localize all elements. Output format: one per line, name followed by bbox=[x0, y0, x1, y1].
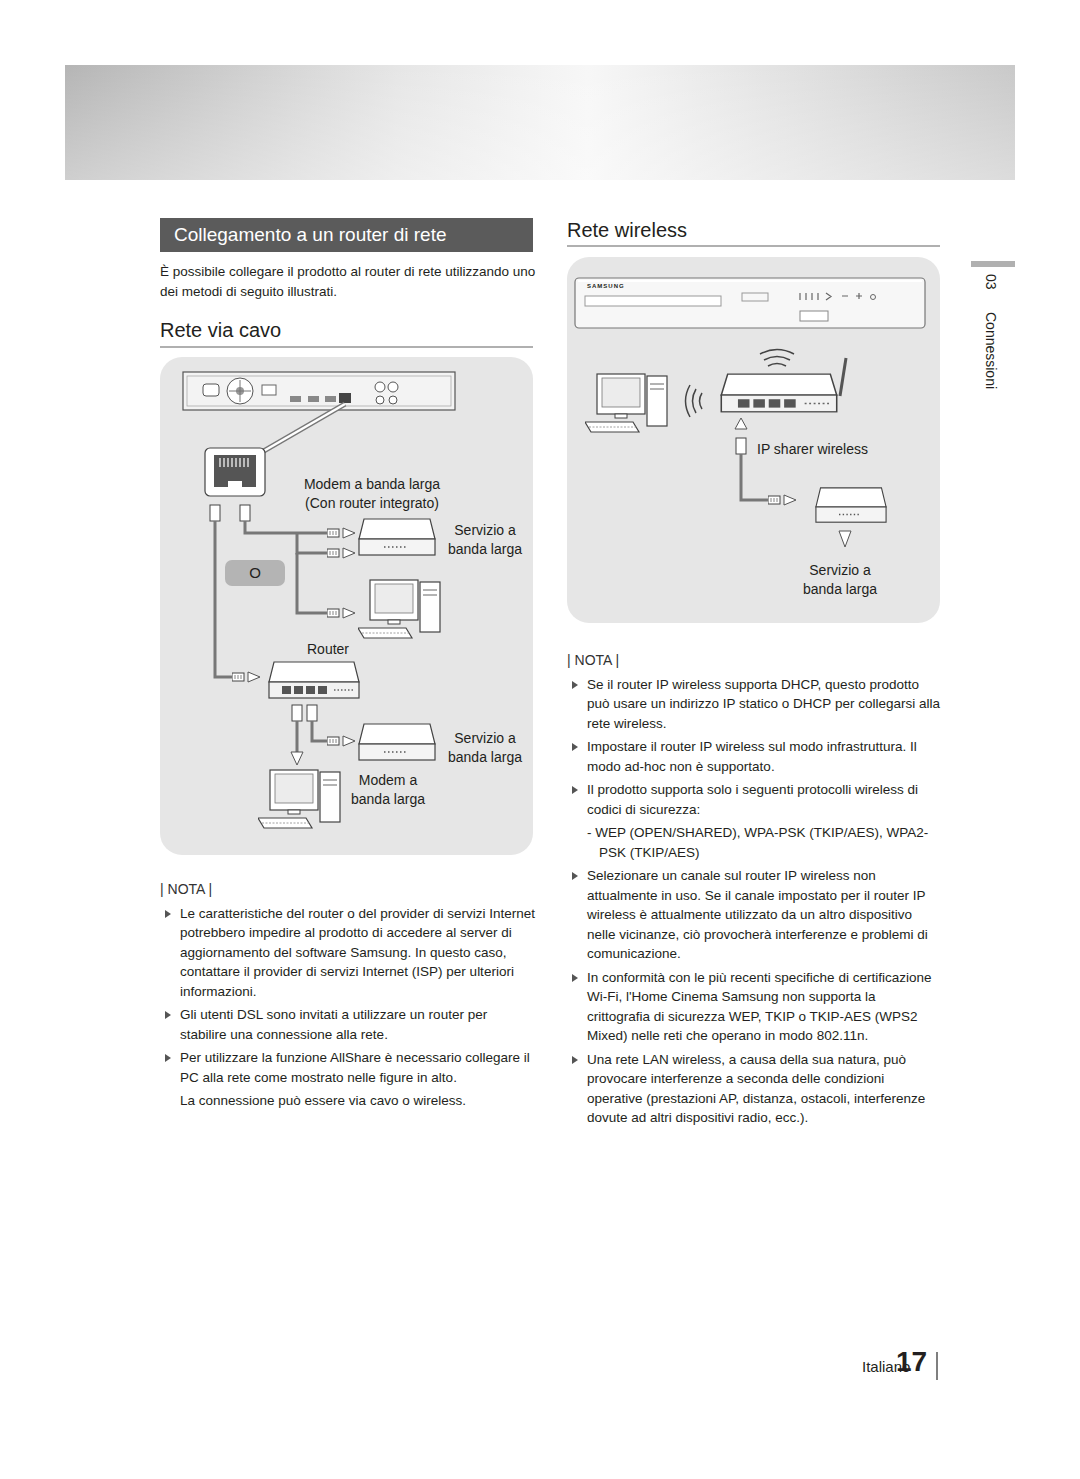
node-label: IP sharer wireless bbox=[757, 440, 868, 459]
note-item: Una rete LAN wireless, a causa della sua… bbox=[567, 1050, 942, 1128]
heading-rule-part bbox=[567, 245, 940, 247]
note-item: Se il router IP wireless supporta DHCP, … bbox=[567, 675, 942, 734]
note-item: Impostare il router IP wireless sul modo… bbox=[567, 737, 942, 776]
side-tab-text: 03 bbox=[982, 274, 999, 290]
section-title: Collegamento a un router di rete bbox=[160, 218, 533, 252]
node-label: Modem a banda larga bbox=[345, 771, 431, 809]
note-heading: | NOTA | bbox=[567, 651, 942, 671]
page-text: Rete via cavo bbox=[160, 318, 281, 342]
node-label: Modem a banda larga (Con router integrat… bbox=[297, 475, 447, 513]
page-text: 17 bbox=[896, 1345, 927, 1379]
page-text: Rete wireless bbox=[567, 218, 687, 242]
wired-panel: O Modem a banda larga (Con router integra… bbox=[160, 357, 533, 855]
label-place: O bbox=[225, 560, 285, 586]
label-place: Rete wireless bbox=[567, 218, 687, 242]
side-tab-bar bbox=[971, 261, 1015, 267]
label-place: Connessioni bbox=[982, 312, 999, 389]
or-box: O bbox=[225, 560, 285, 586]
label-place: Router bbox=[307, 640, 349, 659]
note-item: La connessione può essere via cavo o wir… bbox=[160, 1091, 535, 1111]
node-label: Servizio a banda larga bbox=[440, 729, 530, 767]
heading-rule-part bbox=[160, 346, 533, 348]
label-place: Modem a banda larga (Con router integrat… bbox=[297, 475, 447, 513]
header-band bbox=[65, 65, 1015, 180]
note-item: Per utilizzare la funzione AllShare è ne… bbox=[160, 1048, 535, 1087]
note-item: Il prodotto supporta solo i seguenti pro… bbox=[567, 780, 942, 819]
header-band-part bbox=[65, 65, 1015, 180]
label-place: Rete via cavo bbox=[160, 318, 281, 342]
note-item: Le caratteristiche del router o del prov… bbox=[160, 904, 535, 1002]
notes-column: | NOTA | Le caratteristiche del router o … bbox=[160, 880, 535, 1115]
note-item: Selezionare un canale sul router IP wire… bbox=[567, 866, 942, 964]
wireless-panel: IP sharer wirelessServizio a banda larga bbox=[567, 257, 940, 623]
node-label: Router bbox=[307, 640, 349, 659]
node-label: Servizio a banda larga bbox=[440, 521, 530, 559]
label-place: 17 bbox=[896, 1345, 927, 1379]
page-text: È possibile collegare il prodotto al rou… bbox=[160, 262, 540, 301]
node-label: O bbox=[225, 560, 285, 586]
label-place: Servizio a banda larga bbox=[440, 729, 530, 767]
note-heading: | NOTA | bbox=[160, 880, 535, 900]
label-place: 03 bbox=[982, 274, 999, 290]
label-place: Servizio a banda larga bbox=[440, 521, 530, 559]
page-text: SAMSUNG bbox=[587, 283, 625, 290]
side-tab-text: Connessioni bbox=[982, 312, 999, 389]
label-place: È possibile collegare il prodotto al rou… bbox=[160, 262, 540, 301]
title-bar: Collegamento a un router di rete bbox=[160, 218, 533, 252]
notes-column: | NOTA | Se il router IP wireless support… bbox=[567, 651, 942, 1132]
node-label: Servizio a banda larga bbox=[795, 561, 885, 599]
header-band-part bbox=[65, 65, 1015, 180]
page-number-bar bbox=[936, 1352, 938, 1380]
label-place: IP sharer wireless bbox=[757, 440, 868, 459]
label-place: Modem a banda larga bbox=[345, 771, 431, 809]
note-item: Gli utenti DSL sono invitati a utilizzar… bbox=[160, 1005, 535, 1044]
label-place: Servizio a banda larga bbox=[795, 561, 885, 599]
label-place: SAMSUNG bbox=[587, 283, 625, 290]
note-item: In conformità con le più recenti specifi… bbox=[567, 968, 942, 1046]
note-item: - WEP (OPEN/SHARED), WPA-PSK (TKIP/AES),… bbox=[567, 823, 942, 862]
